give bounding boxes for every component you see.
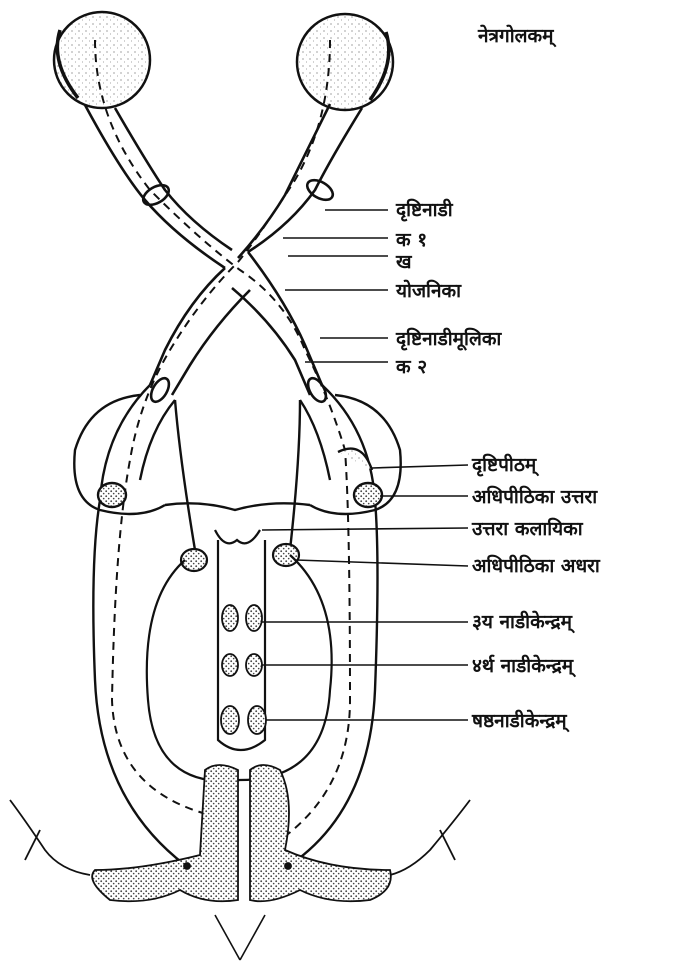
cranial-nerve-nuclei [221, 605, 266, 734]
right-eyeball [297, 14, 393, 110]
ka1-label: क १ [395, 229, 427, 251]
left-eyeball [54, 12, 150, 108]
optic-nerve-label: दृष्टिनाडी [395, 198, 454, 222]
nucleus3-label: ३य नाडीकेन्द्रम् [472, 610, 576, 634]
occipital-cortex [10, 765, 470, 901]
thalamus [74, 395, 400, 514]
optic-chiasma [147, 252, 329, 405]
lgb-label: अधिपीठिका उत्तरा [472, 485, 598, 508]
mgb-label: अधिपीठिका अधरा [472, 554, 601, 577]
pulvinar-label: दृष्टिपीठम् [471, 453, 540, 477]
kha-label: ख [395, 251, 413, 273]
chiasma-label: योजनिका [395, 279, 462, 302]
bottom-pointers [215, 915, 265, 960]
superior-colliculus-label: उत्तरा कलायिका [471, 517, 584, 540]
title-label: नेत्रगोलकम् [477, 24, 557, 48]
optic-nerves [85, 104, 362, 268]
ka2-label: क २ [395, 356, 427, 378]
midbrain [147, 530, 332, 781]
optic-tract-label: दृष्टिनाडीमूलिका [395, 327, 502, 351]
nucleus4-label: ४र्थ नाडीकेन्द्रम् [472, 654, 577, 678]
nucleus6-label: षष्ठनाडीकेन्द्रम् [471, 709, 571, 733]
